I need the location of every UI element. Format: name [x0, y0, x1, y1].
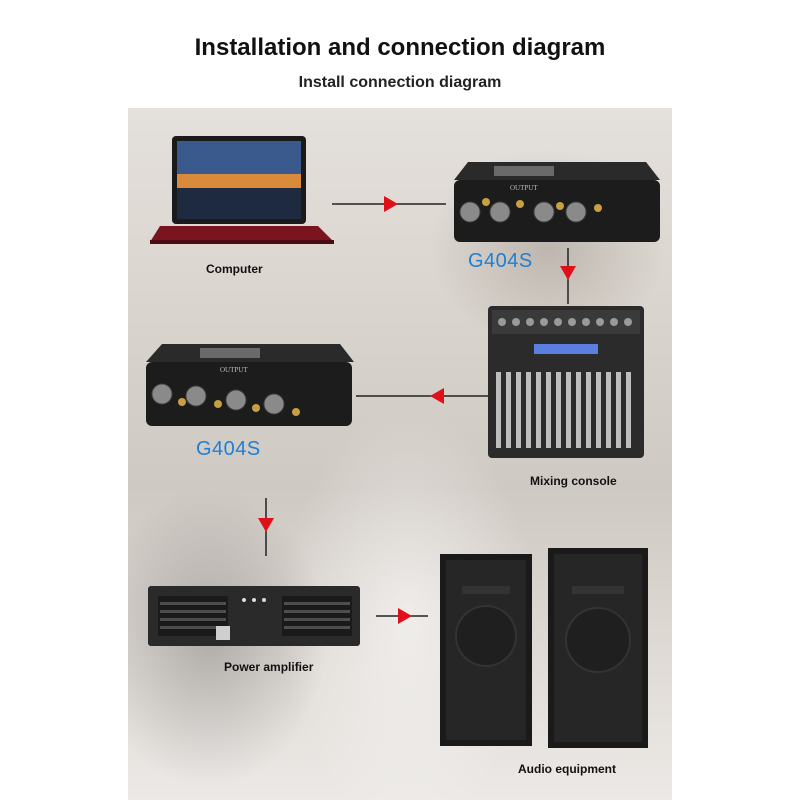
- model-label-top: G404S: [468, 250, 533, 272]
- diagram-title: Installation and connection diagram: [194, 34, 606, 61]
- arrow-head-computer-to-interface: [384, 196, 398, 212]
- arrow-head-interface-to-mixer: [560, 266, 576, 280]
- label-power-amplifier: Power amplifier: [224, 660, 314, 674]
- arrow-head-amplifier-to-speakers: [398, 608, 412, 624]
- power-amplifier-image: [148, 586, 360, 646]
- output-label-middle: OUTPUT: [220, 366, 248, 374]
- speakers-image: [440, 548, 648, 748]
- mixing-console-image: [488, 306, 644, 458]
- g404s-device-top: OUTPUT: [454, 162, 660, 242]
- label-mixing-console: Mixing console: [530, 474, 617, 488]
- diagram-subtitle: Install connection diagram: [298, 74, 502, 91]
- output-label-top: OUTPUT: [510, 184, 538, 192]
- label-computer: Computer: [206, 262, 263, 276]
- laptop-image: [150, 136, 334, 244]
- arrow-head-mixer-to-interface: [430, 388, 444, 404]
- label-audio-equipment: Audio equipment: [518, 762, 616, 776]
- arrow-head-interface-to-amplifier: [258, 518, 274, 532]
- g404s-device-middle: OUTPUT: [146, 344, 354, 426]
- model-label-middle: G404S: [196, 438, 261, 460]
